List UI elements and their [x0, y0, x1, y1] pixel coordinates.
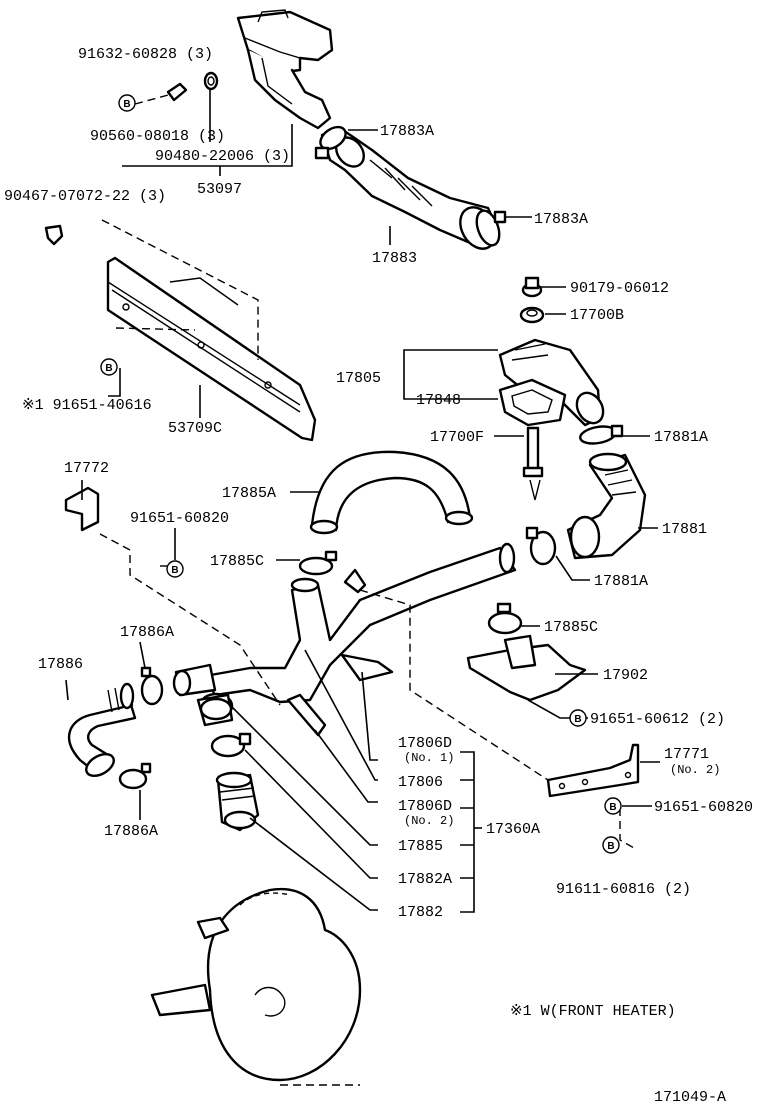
- bracket-17902: [466, 634, 587, 702]
- label-17883A-upper: 17883A: [380, 123, 434, 140]
- label-17806D-no2-sub: (No. 2): [404, 814, 454, 828]
- label-17886: 17886: [38, 656, 83, 673]
- label-17700F: 17700F: [430, 429, 484, 446]
- panel-53709C: [106, 256, 317, 442]
- pipe-17806: [172, 542, 517, 720]
- svg-text:B: B: [123, 99, 130, 110]
- label-17881A-lower: 17881A: [594, 573, 648, 590]
- label-17848: 17848: [416, 392, 461, 409]
- hose-17881: [566, 452, 647, 560]
- label-17885C-left: 17885C: [210, 553, 264, 570]
- clamp-17881A-upper: [579, 424, 624, 445]
- label-53709C: 53709C: [168, 420, 222, 437]
- dash-B-panel: [115, 327, 196, 331]
- label-90480-22006: 90480-22006 (3): [155, 148, 290, 165]
- label-17882: 17882: [398, 904, 443, 921]
- bolt-marker-b-4: B: [569, 709, 587, 727]
- label-91651-40616: ※1 91651-40616: [22, 397, 152, 414]
- hose-17882: [215, 771, 260, 832]
- clamp-17882A: [210, 732, 252, 758]
- bracket-17771: [546, 743, 640, 798]
- bolt-marker-b-6: B: [602, 836, 620, 854]
- clamp-17883A-upper: [314, 125, 347, 160]
- bracket-17806D-no1: [340, 653, 394, 682]
- bolt-marker-b-5: B: [604, 797, 622, 815]
- gasket-17848: [498, 378, 567, 427]
- label-17700B: 17700B: [570, 307, 624, 324]
- hose-17885: [196, 693, 234, 727]
- label-17806D-no1: 17806D: [398, 735, 452, 752]
- label-17806D-no2: 17806D: [398, 798, 452, 815]
- hose-17885A: [309, 450, 474, 535]
- pin-90560: [166, 82, 188, 102]
- label-17886A-upper: 17886A: [120, 624, 174, 641]
- clamp-17886A-upper: [140, 666, 164, 706]
- label-17883: 17883: [372, 250, 417, 267]
- svg-text:B: B: [171, 565, 178, 576]
- sensor-17700F: [522, 426, 544, 501]
- clamp-17881A-lower: [525, 526, 557, 566]
- label-17771-sub: (No. 2): [670, 763, 720, 777]
- hose-17886: [68, 682, 137, 778]
- label-17885C-right: 17885C: [544, 619, 598, 636]
- label-91651-60612: 91651-60612 (2): [590, 711, 725, 728]
- label-91651-60820-lower: 91651-60820: [654, 799, 753, 816]
- label-17881A-upper: 17881A: [654, 429, 708, 446]
- label-17771: 17771: [664, 746, 709, 763]
- air-duct-inlet: [236, 9, 334, 130]
- dash-90467-panel: [101, 219, 259, 360]
- label-17806D-no1-sub: (No. 1): [404, 751, 454, 765]
- clip-90467: [44, 224, 64, 246]
- dash-91611: [619, 808, 635, 849]
- label-17882A: 17882A: [398, 871, 452, 888]
- clamp-17883A-lower: [475, 209, 507, 247]
- footnote-front-heater: ※1 W(FRONT HEATER): [510, 1003, 676, 1020]
- svg-text:B: B: [574, 714, 581, 725]
- dash-17772: [99, 533, 281, 706]
- label-17881: 17881: [662, 521, 707, 538]
- grommet-17700B: [519, 306, 545, 324]
- label-91611-60816: 91611-60816 (2): [556, 881, 691, 898]
- label-91651-60820-upper: 91651-60820: [130, 510, 229, 527]
- label-17885A: 17885A: [222, 485, 276, 502]
- label-17902: 17902: [603, 667, 648, 684]
- svg-text:B: B: [607, 841, 614, 852]
- bracket-17772: [64, 486, 100, 532]
- bolt-marker-b-1: B: [118, 94, 136, 112]
- label-17883A-lower: 17883A: [534, 211, 588, 228]
- clamp-17885C-left: [298, 550, 338, 576]
- bracket-17806D-no2: [286, 693, 327, 737]
- label-17360A: 17360A: [486, 821, 540, 838]
- label-17805: 17805: [336, 370, 381, 387]
- label-90467-07072-22: 90467-07072-22 (3): [4, 188, 166, 205]
- clip-90179: [521, 276, 543, 298]
- clamp-17885C-right: [487, 602, 523, 635]
- label-53097: 53097: [197, 181, 242, 198]
- label-91632-60828: 91632-60828 (3): [78, 46, 213, 63]
- label-17806: 17806: [398, 774, 443, 791]
- bolt-marker-b-3: B: [166, 560, 184, 578]
- svg-text:B: B: [105, 363, 112, 374]
- dash-B-pin: [134, 93, 173, 105]
- clamp-17886A-lower: [118, 762, 152, 790]
- label-17886A-lower: 17886A: [104, 823, 158, 840]
- bolt-marker-b-2: B: [100, 358, 118, 376]
- label-90560-08018: 90560-08018 (3): [90, 128, 225, 145]
- label-17772: 17772: [64, 460, 109, 477]
- duct-17805: [498, 338, 605, 427]
- label-17885: 17885: [398, 838, 443, 855]
- hose-17883: [320, 126, 500, 250]
- nut-90480: [203, 71, 219, 91]
- label-90179-06012: 90179-06012: [570, 280, 669, 297]
- dash-17771: [359, 589, 549, 781]
- figure-id: 171049-A: [654, 1089, 726, 1106]
- svg-text:B: B: [609, 802, 616, 813]
- heater-unit: [150, 887, 362, 1086]
